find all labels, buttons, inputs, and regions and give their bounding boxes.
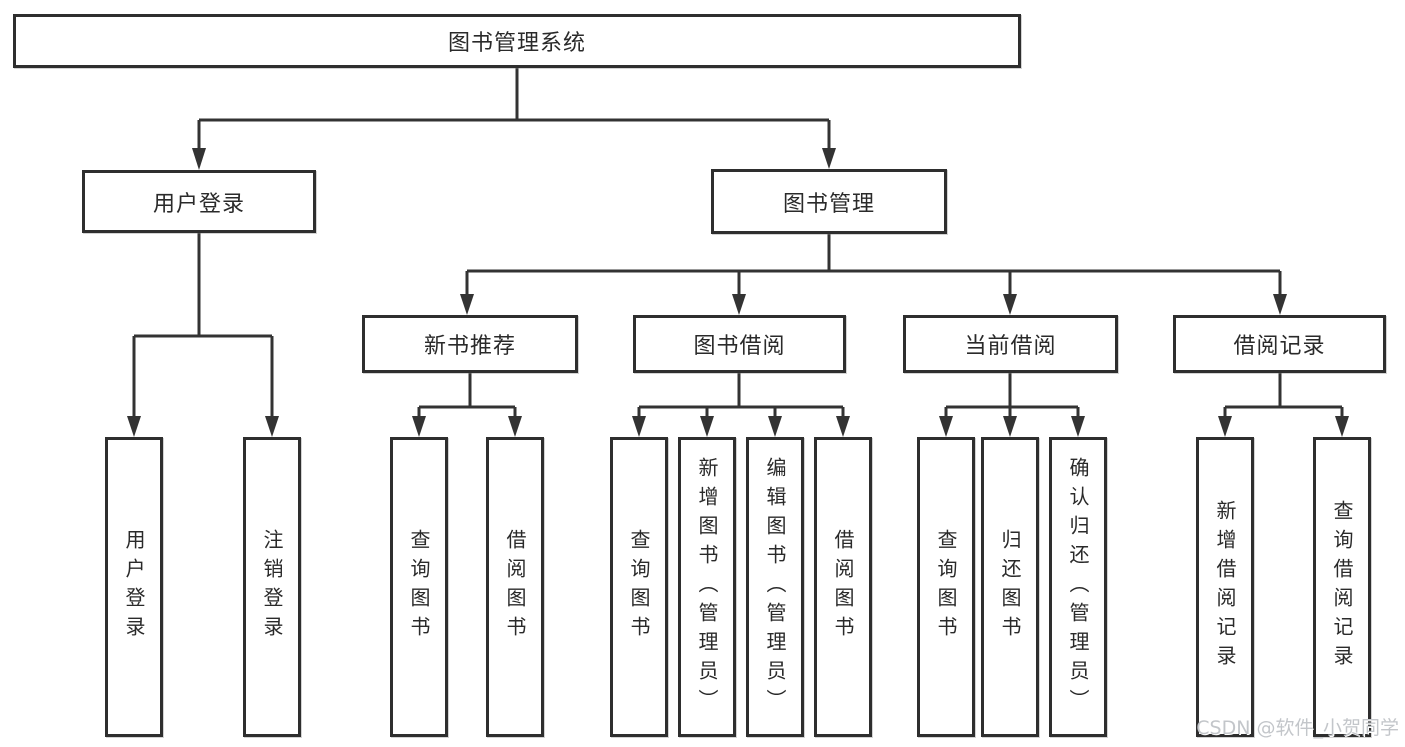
node-user-login: 用户登录 (82, 170, 316, 233)
arrowhead (192, 148, 206, 170)
node-borrow-records: 借阅记录 (1173, 315, 1386, 373)
connector-book-management-children (460, 234, 1287, 315)
arrowhead (836, 416, 850, 437)
leaf-query-books-3: 查询图书 (917, 437, 975, 737)
arrowhead (822, 148, 836, 169)
leaf-return-books: 归还图书 (981, 437, 1039, 737)
leaf-add-borrow-record: 新增借阅记录 (1196, 437, 1254, 737)
node-root: 图书管理系统 (13, 14, 1021, 68)
leaf-borrow-books-2: 借阅图书 (814, 437, 872, 737)
leaf-query-books-1: 查询图书 (390, 437, 448, 737)
leaf-logout: 注销登录 (243, 437, 301, 737)
arrowhead (1003, 416, 1017, 437)
arrowhead (412, 416, 426, 437)
leaf-query-books-2: 查询图书 (610, 437, 668, 737)
connector-new-books-children (412, 373, 522, 437)
connector-book-borrow-children (632, 373, 850, 437)
node-new-book-recommendation: 新书推荐 (362, 315, 578, 373)
connector-user-login-children (127, 233, 279, 437)
arrowhead (939, 416, 953, 437)
arrowhead (732, 294, 746, 315)
connector-current-borrow-children (939, 373, 1085, 437)
node-book-borrowing: 图书借阅 (633, 315, 846, 373)
arrowhead (768, 416, 782, 437)
leaf-edit-books-admin: 编辑图书（管理员） (746, 437, 804, 737)
arrowhead (1273, 294, 1287, 315)
connector-root-to-level2 (192, 68, 836, 170)
arrowhead (700, 416, 714, 437)
node-current-borrowing: 当前借阅 (903, 315, 1118, 373)
leaf-query-borrow-record: 查询借阅记录 (1313, 437, 1371, 737)
arrowhead (127, 416, 141, 437)
arrowhead (1335, 416, 1349, 437)
leaf-borrow-books-1: 借阅图书 (486, 437, 544, 737)
leaf-user-login: 用户登录 (105, 437, 163, 737)
arrowhead (1003, 294, 1017, 315)
arrowhead (632, 416, 646, 437)
arrowhead (1071, 416, 1085, 437)
leaf-add-books-admin: 新增图书（管理员） (678, 437, 736, 737)
leaf-confirm-return-admin: 确认归还（管理员） (1049, 437, 1107, 737)
arrowhead (460, 294, 474, 315)
connector-borrow-records-children (1218, 373, 1349, 437)
arrowhead (1218, 416, 1232, 437)
arrowhead (508, 416, 522, 437)
arrowhead (265, 416, 279, 437)
watermark: CSDN @软件_小贺同学 (1196, 717, 1399, 739)
node-book-management: 图书管理 (711, 169, 947, 234)
